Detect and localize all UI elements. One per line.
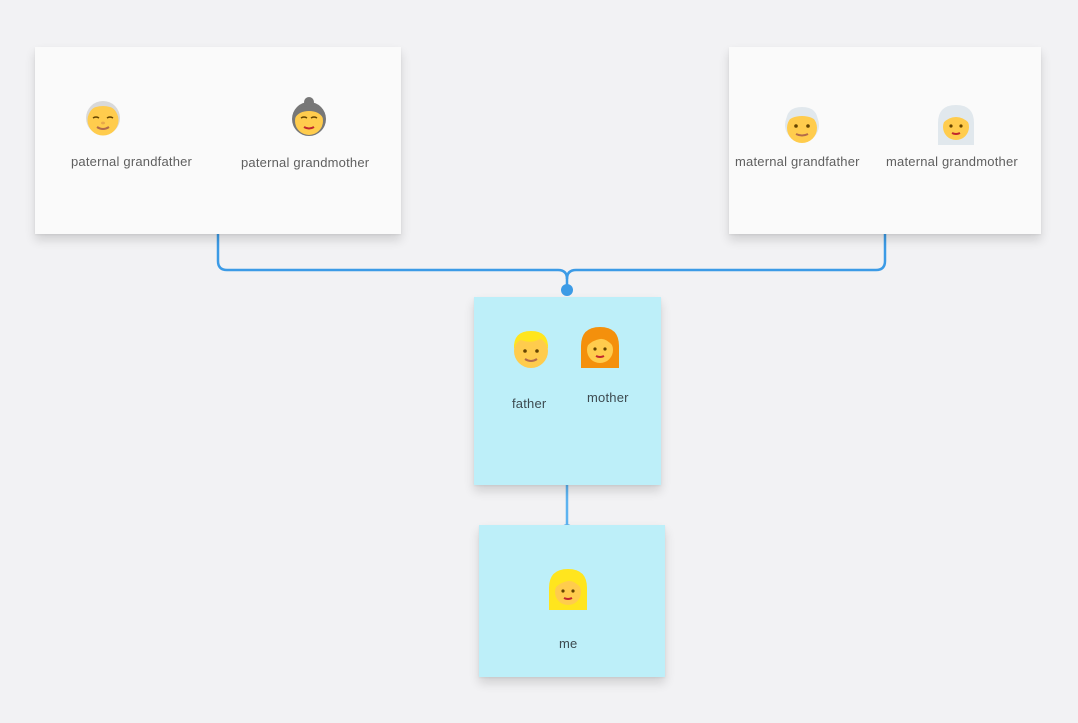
parents-connector-dot [561,284,573,296]
paternal-grandmother-label: paternal grandmother [241,155,370,170]
white-haired-man-icon [785,107,819,143]
paternal-connector [216,234,569,290]
maternal-connector [565,234,887,280]
me-card[interactable]: me [479,525,665,677]
red-haired-woman-icon [581,327,619,368]
old-man-icon [86,101,120,136]
maternal-grandparents-card[interactable]: maternal grandfather maternal grandmothe… [729,47,1041,234]
paternal-grandparents-card[interactable]: paternal grandfather paternal grandmothe… [35,47,401,234]
white-haired-woman-icon [938,105,974,145]
paternal-grandfather-label: paternal grandfather [71,154,193,169]
mother-label: mother [587,390,629,405]
me-label: me [559,636,578,651]
blond-man-icon [513,331,549,368]
maternal-grandmother-label: maternal grandmother [886,154,1018,169]
parents-card[interactable]: father mother [474,297,661,485]
father-label: father [512,396,547,411]
old-woman-icon [292,97,326,136]
maternal-grandfather-label: maternal grandfather [735,154,860,169]
blond-woman-icon [549,569,587,610]
